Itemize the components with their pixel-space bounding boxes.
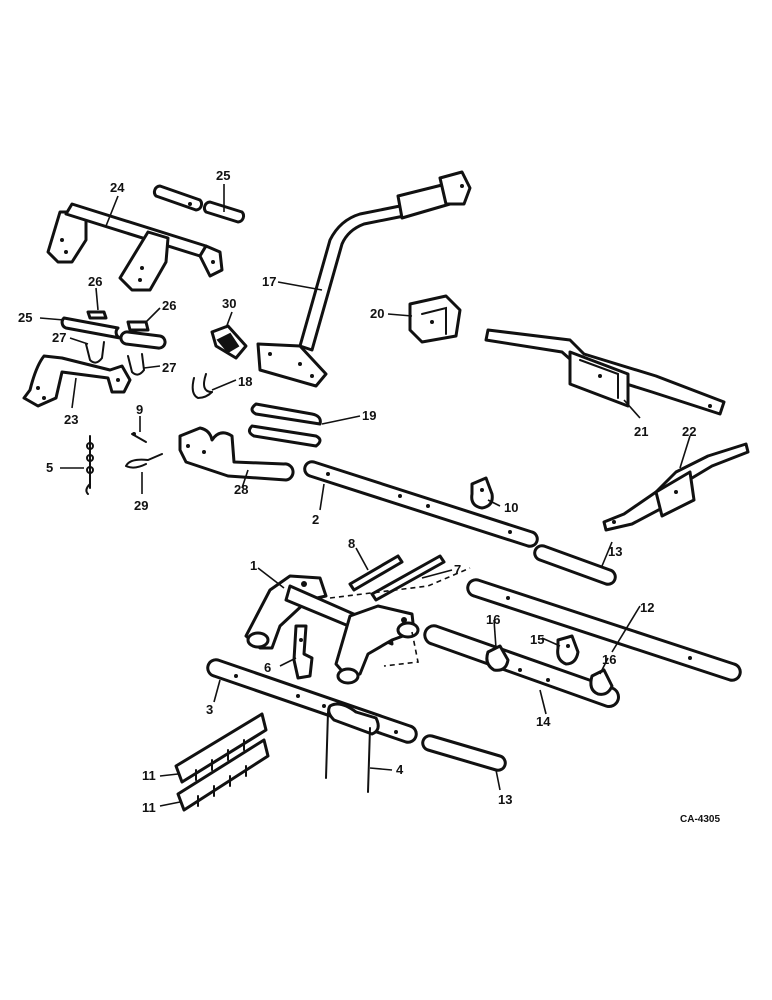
part-15-bracket bbox=[556, 634, 580, 666]
part-3-shaft bbox=[206, 658, 418, 744]
part-25-pins-upper bbox=[152, 184, 246, 224]
callout-2: 2 bbox=[312, 512, 319, 527]
part-22-short-bracket bbox=[602, 442, 750, 532]
callout-9: 9 bbox=[136, 402, 143, 417]
callout-1: 1 bbox=[250, 558, 257, 573]
callout-20: 20 bbox=[370, 306, 384, 321]
part-28-clamp bbox=[178, 426, 295, 482]
callout-16-right: 16 bbox=[602, 652, 616, 667]
callout-28: 28 bbox=[234, 482, 248, 497]
callout-4: 4 bbox=[396, 762, 404, 777]
callout-13-upper: 13 bbox=[608, 544, 622, 559]
part-13-tube-upper bbox=[533, 544, 617, 586]
figure-code: CA-4305 bbox=[680, 814, 720, 825]
part-24-hitch-frame bbox=[46, 202, 224, 292]
part-16-collars bbox=[485, 644, 614, 696]
callout-16-left: 16 bbox=[486, 612, 500, 627]
part-4-rods bbox=[325, 711, 371, 793]
part-26-pads bbox=[86, 310, 150, 332]
part-5-chain bbox=[85, 435, 94, 495]
callout-10: 10 bbox=[504, 500, 518, 515]
part-20-bracket-box bbox=[408, 294, 462, 344]
part-9-pin bbox=[131, 432, 147, 443]
callout-17: 17 bbox=[262, 274, 276, 289]
part-25-pins-lower bbox=[60, 316, 167, 350]
callout-22: 22 bbox=[682, 424, 696, 439]
part-6-bracket bbox=[292, 624, 314, 680]
callout-11-lower: 11 bbox=[142, 800, 156, 815]
part-17-drawbar bbox=[256, 170, 472, 388]
callouts: 24 25 17 26 26 30 20 25 27 27 18 23 9 19… bbox=[18, 168, 720, 825]
part-23-lower-bracket bbox=[22, 354, 132, 408]
callout-14: 14 bbox=[536, 714, 551, 729]
callout-25-lower: 25 bbox=[18, 310, 32, 325]
callout-15: 15 bbox=[530, 632, 544, 647]
leader-lines bbox=[39, 184, 691, 807]
callout-25-upper: 25 bbox=[216, 168, 230, 183]
part-1-main-frame bbox=[244, 567, 471, 685]
callout-24: 24 bbox=[110, 180, 125, 195]
part-10-clamp bbox=[470, 476, 494, 510]
callout-26-right: 26 bbox=[162, 298, 176, 313]
callout-6: 6 bbox=[264, 660, 271, 675]
callout-3: 3 bbox=[206, 702, 213, 717]
part-13-tube-lower bbox=[421, 734, 507, 772]
part-29-clip bbox=[125, 453, 163, 469]
callout-7: 7 bbox=[454, 562, 461, 577]
part-14-tube bbox=[423, 624, 620, 708]
part-2-shaft bbox=[303, 460, 539, 548]
callout-5: 5 bbox=[46, 460, 53, 475]
callout-21: 21 bbox=[634, 424, 648, 439]
part-19-shields bbox=[247, 402, 322, 448]
part-12-long-tube bbox=[466, 578, 742, 682]
part-7-strap bbox=[370, 554, 446, 602]
part-27-u-bolts bbox=[85, 341, 146, 376]
part-11-plates bbox=[174, 712, 270, 812]
part-30-block bbox=[210, 324, 248, 360]
callout-13-lower: 13 bbox=[498, 792, 512, 807]
callout-26-left: 26 bbox=[88, 274, 102, 289]
callout-12: 12 bbox=[640, 600, 654, 615]
callout-27-right: 27 bbox=[162, 360, 176, 375]
callout-23: 23 bbox=[64, 412, 78, 427]
callout-29: 29 bbox=[134, 498, 148, 513]
part-8-strap bbox=[348, 554, 404, 592]
part-18-u-bolt bbox=[191, 373, 213, 400]
callout-11-upper: 11 bbox=[142, 768, 156, 783]
callout-19: 19 bbox=[362, 408, 376, 423]
callout-27-left: 27 bbox=[52, 330, 66, 345]
callout-18: 18 bbox=[238, 374, 252, 389]
part-21-long-bracket bbox=[484, 328, 726, 416]
callout-8: 8 bbox=[348, 536, 355, 551]
callout-30: 30 bbox=[222, 296, 236, 311]
